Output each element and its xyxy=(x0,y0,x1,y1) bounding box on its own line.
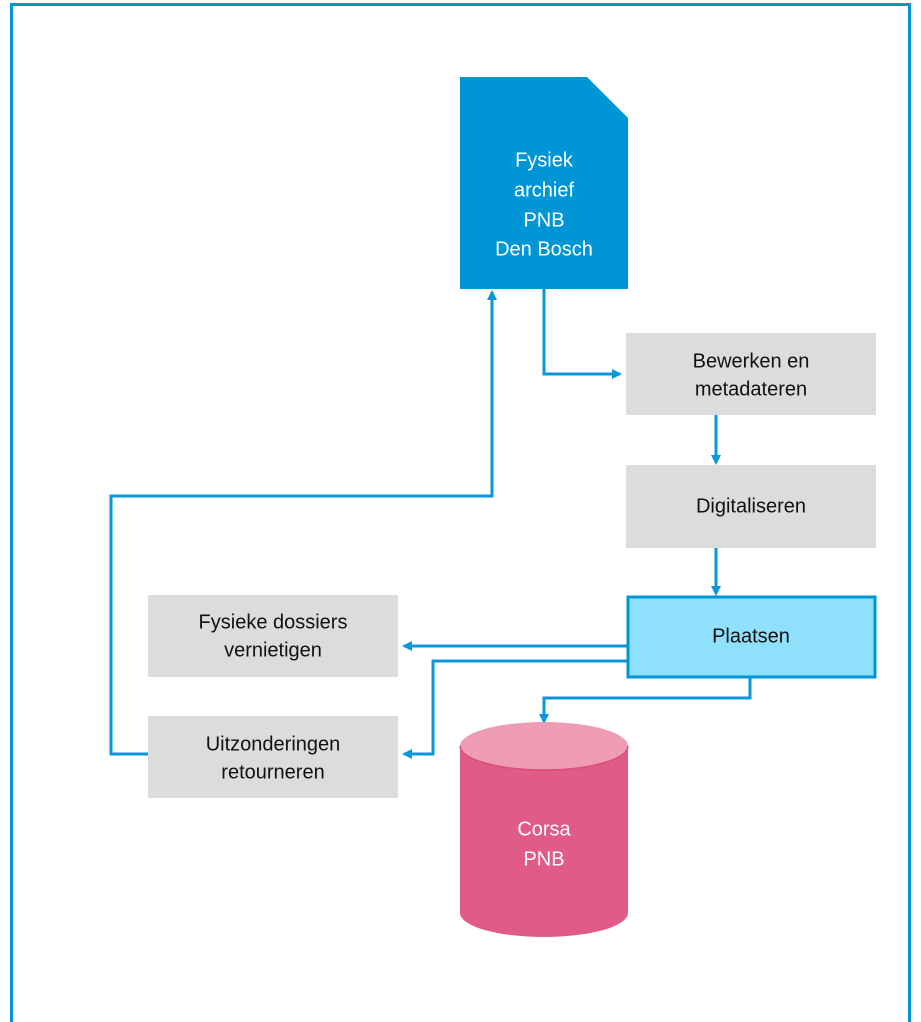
node-edit-metadata-box xyxy=(626,333,876,415)
node-edit-metadata-line-2: metadateren xyxy=(695,378,807,400)
node-destroy-files-line-2: vernietigen xyxy=(224,639,322,661)
node-return-exceptions-line-1: Uitzonderingen xyxy=(206,733,341,755)
node-return-exceptions: Uitzonderingen retourneren xyxy=(148,716,398,798)
connector-place-to-database xyxy=(539,678,752,724)
node-database-line-1: Corsa xyxy=(517,818,571,840)
connector-place-to-exceptions xyxy=(402,659,627,759)
node-physical-archive-line-1: Fysiek xyxy=(515,149,574,171)
node-edit-metadata-line-1: Bewerken en xyxy=(693,350,810,372)
node-physical-archive-line-3: PNB xyxy=(523,209,564,231)
node-physical-archive-line-2: archief xyxy=(514,179,574,201)
diagram-frame xyxy=(10,3,911,1022)
node-return-exceptions-line-2: retourneren xyxy=(221,761,324,783)
node-physical-archive: Fysiek archief PNB Den Bosch xyxy=(460,77,628,289)
node-destroy-files-box xyxy=(148,595,398,677)
node-edit-metadata: Bewerken en metadateren xyxy=(626,333,876,415)
connector-exceptions-to-archive xyxy=(109,290,497,756)
database-cylinder-icon xyxy=(459,722,629,937)
node-database: Corsa PNB xyxy=(459,722,629,937)
node-destroy-files-line-1: Fysieke dossiers xyxy=(199,611,348,633)
node-digitize-label: Digitaliseren xyxy=(696,495,806,517)
node-place-label: Plaatsen xyxy=(712,625,790,647)
node-digitize: Digitaliseren xyxy=(626,465,876,548)
node-place: Plaatsen xyxy=(626,595,877,679)
node-physical-archive-line-4: Den Bosch xyxy=(495,238,593,260)
node-database-line-2: PNB xyxy=(523,848,564,870)
node-place-box xyxy=(626,595,877,679)
node-return-exceptions-box xyxy=(148,716,398,798)
connector-archive-to-edit xyxy=(542,289,622,379)
node-destroy-files: Fysieke dossiers vernietigen xyxy=(148,595,398,677)
document-icon xyxy=(460,77,628,289)
connectors xyxy=(109,289,752,759)
node-digitize-box xyxy=(626,465,876,548)
